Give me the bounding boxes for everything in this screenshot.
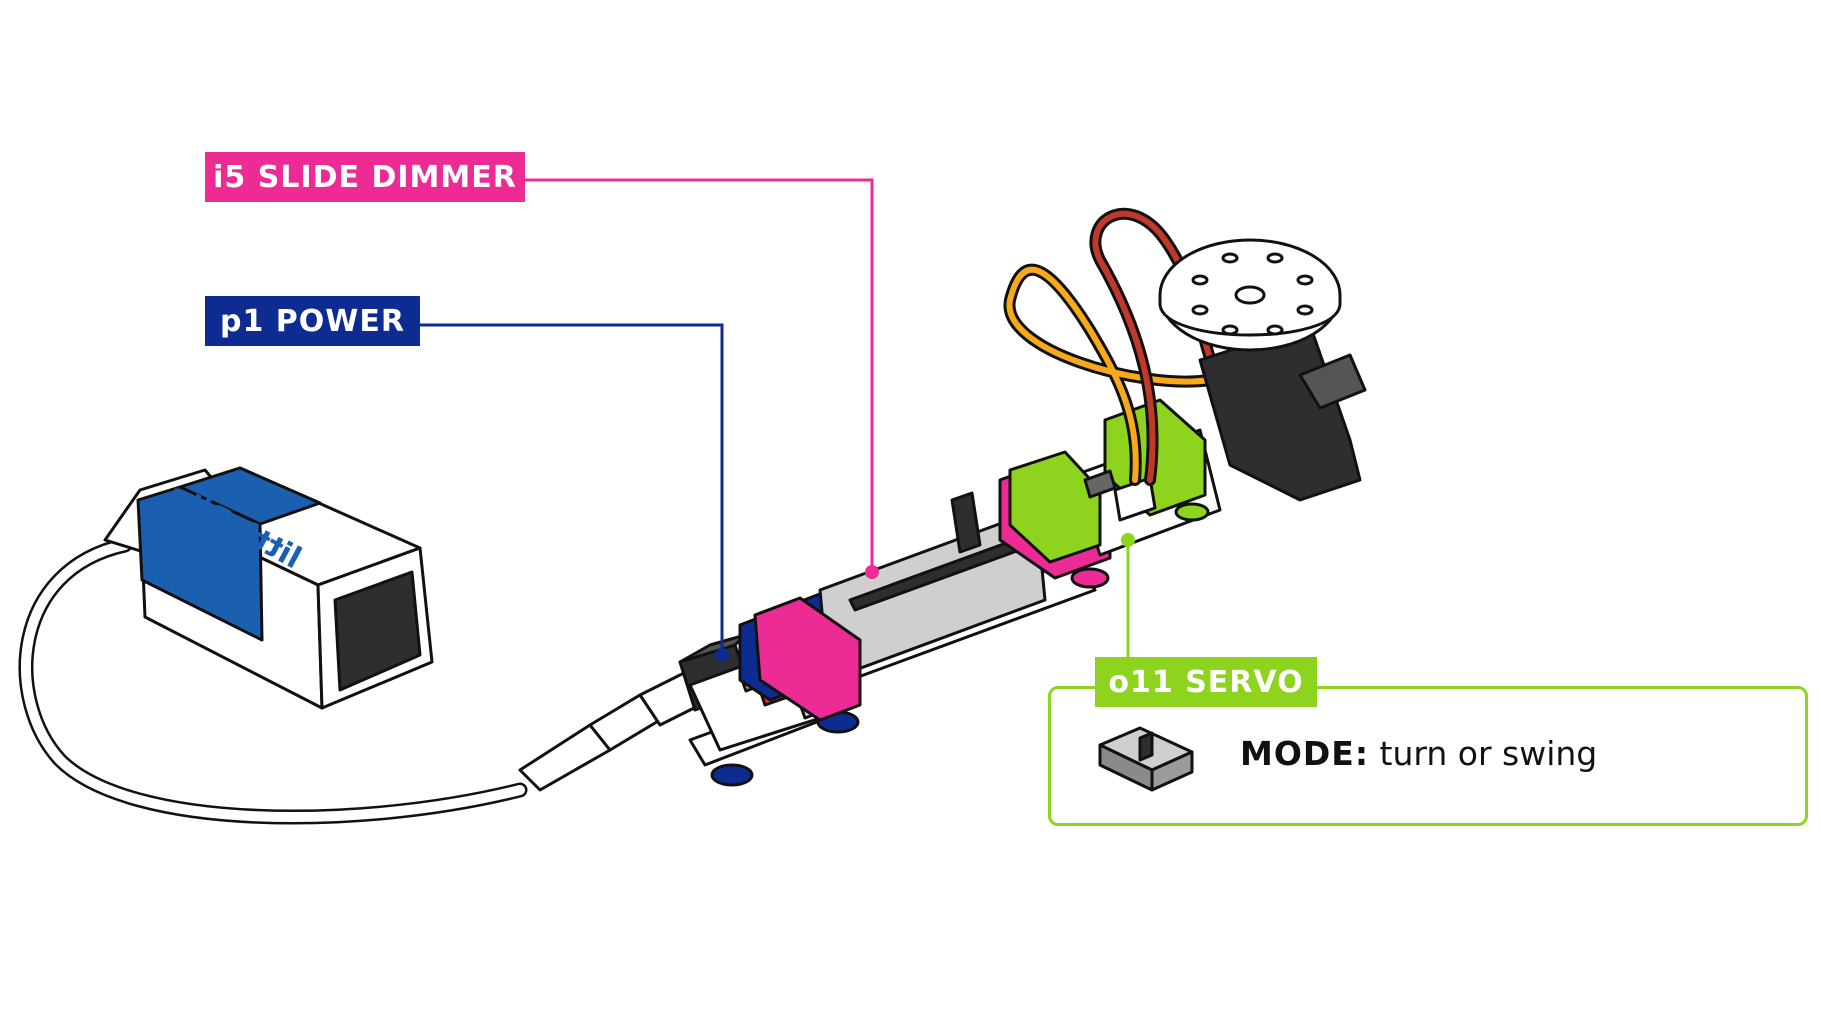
- dimmer-leader: [525, 178, 874, 570]
- battery: [103, 466, 434, 710]
- servo-callout-box: [1048, 686, 1808, 826]
- mode-key: MODE:: [1240, 734, 1370, 773]
- mode-value: turn or swing: [1369, 734, 1598, 773]
- leader-lines: [420, 178, 1135, 662]
- mode-description: MODE: turn or swing: [1240, 734, 1597, 773]
- servo-label: o11 SERVO: [1095, 657, 1317, 707]
- dimmer-label: i5 SLIDE DIMMER: [205, 152, 525, 202]
- power-label: p1 POWER: [205, 296, 420, 346]
- servo-module: [1008, 398, 1222, 564]
- servo-motor: [1158, 238, 1367, 502]
- battery-cable: [18, 537, 528, 825]
- power-leader: [420, 323, 724, 655]
- mode-switch-icon: [1098, 726, 1194, 792]
